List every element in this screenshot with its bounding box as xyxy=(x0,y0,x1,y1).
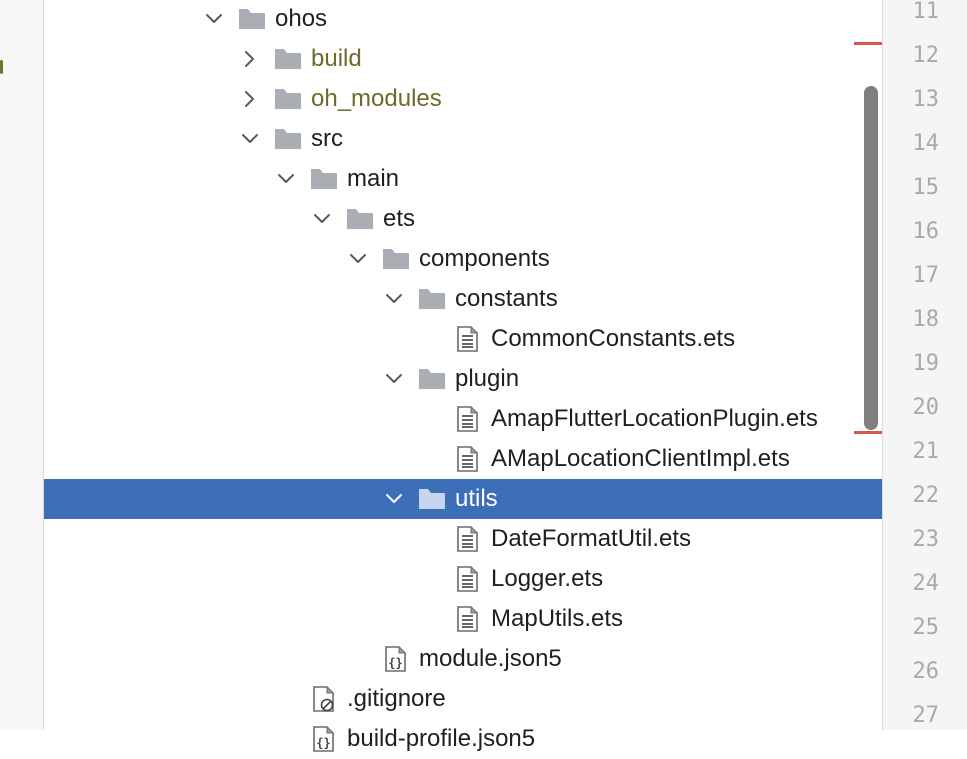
line-number-gutter: 11 12 13 14 15 16 17 18 19 20 21 22 23 24 25 26 27 xyxy=(882,0,967,730)
text-file-icon xyxy=(454,326,482,352)
tree-row[interactable]: Logger.ets xyxy=(44,559,882,599)
tree-row[interactable]: constants xyxy=(44,279,882,319)
text-file-icon xyxy=(454,566,482,592)
scrollbar-thumb[interactable] xyxy=(864,86,878,430)
chevron-down-icon[interactable] xyxy=(382,287,406,311)
tree-row[interactable]: components xyxy=(44,239,882,279)
line-number: 15 xyxy=(912,175,940,200)
tree-item-label: ets xyxy=(383,205,416,232)
line-number: 18 xyxy=(912,307,940,332)
tree-row[interactable]: ohos xyxy=(44,0,882,39)
folder-icon xyxy=(382,246,410,272)
folder-icon xyxy=(274,86,302,112)
text-file-icon xyxy=(454,446,482,472)
tree-row[interactable]: AMapLocationClientImpl.ets xyxy=(44,439,882,479)
tree-row[interactable]: plugin xyxy=(44,359,882,399)
tree-item-label: components xyxy=(419,245,550,272)
text-file-icon xyxy=(454,526,482,552)
error-stripe-mark[interactable] xyxy=(854,431,882,434)
chevron-down-icon[interactable] xyxy=(274,167,298,191)
line-number: 12 xyxy=(912,43,940,68)
chevron-down-icon[interactable] xyxy=(346,247,370,271)
tree-item-label: MapUtils.ets xyxy=(491,605,624,632)
json-file-icon: {} xyxy=(310,726,338,752)
left-tool-strip xyxy=(0,0,44,730)
folder-icon xyxy=(418,486,446,512)
line-number: 13 xyxy=(912,87,940,112)
tree-row[interactable]: {} module.json5 xyxy=(44,639,882,679)
folder-icon xyxy=(238,6,266,32)
line-number: 25 xyxy=(912,615,940,640)
tree-item-label: oh_modules xyxy=(311,85,442,112)
error-stripe-mark[interactable] xyxy=(854,42,882,45)
tree-item-label: build-profile.json5 xyxy=(347,725,536,752)
line-number: 11 xyxy=(912,0,940,24)
folder-icon xyxy=(274,126,302,152)
tree-row[interactable]: build xyxy=(44,39,882,79)
folder-icon xyxy=(274,46,302,72)
line-number: 14 xyxy=(912,131,940,156)
tree-item-label: build xyxy=(311,45,362,72)
chevron-right-icon[interactable] xyxy=(238,47,262,71)
tree-item-label: DateFormatUtil.ets xyxy=(491,525,692,552)
tree-item-label: constants xyxy=(455,285,558,312)
folder-icon xyxy=(418,366,446,392)
tree-item-label: .gitignore xyxy=(347,685,446,712)
line-number: 16 xyxy=(912,219,940,244)
text-file-icon xyxy=(454,606,482,632)
folder-icon xyxy=(418,286,446,312)
tree-row[interactable]: MapUtils.ets xyxy=(44,599,882,639)
chevron-right-icon[interactable] xyxy=(238,87,262,111)
change-marker xyxy=(0,60,3,74)
line-number: 19 xyxy=(912,351,940,376)
json-file-icon: {} xyxy=(382,646,410,672)
chevron-down-icon[interactable] xyxy=(382,487,406,511)
tree-item-label: Logger.ets xyxy=(491,565,604,592)
tree-item-label: utils xyxy=(455,485,498,512)
chevron-down-icon[interactable] xyxy=(310,207,334,231)
tree-row[interactable]: oh_modules xyxy=(44,79,882,119)
tree-row[interactable]: src xyxy=(44,119,882,159)
tree-item-label: AMapLocationClientImpl.ets xyxy=(491,445,790,472)
tree-item-label: ohos xyxy=(275,5,328,32)
line-number: 26 xyxy=(912,659,940,684)
ignore-file-icon xyxy=(310,686,338,712)
svg-text:{}: {} xyxy=(388,656,402,670)
tree-item-label: AmapFlutterLocationPlugin.ets xyxy=(491,405,818,432)
line-number: 27 xyxy=(912,703,940,728)
text-file-icon xyxy=(454,406,482,432)
line-number: 22 xyxy=(912,483,940,508)
tree-item-label: CommonConstants.ets xyxy=(491,325,736,352)
line-number: 24 xyxy=(912,571,940,596)
tree-item-label: src xyxy=(311,125,343,152)
folder-icon xyxy=(310,166,338,192)
tree-row[interactable]: DateFormatUtil.ets xyxy=(44,519,882,559)
tree-row[interactable]: CommonConstants.ets xyxy=(44,319,882,359)
tree-item-label: plugin xyxy=(455,365,520,392)
line-number: 23 xyxy=(912,527,940,552)
line-number: 17 xyxy=(912,263,940,288)
tree-item-label: module.json5 xyxy=(419,645,562,672)
line-number: 20 xyxy=(912,395,940,420)
svg-text:{}: {} xyxy=(316,736,330,750)
chevron-down-icon[interactable] xyxy=(238,127,262,151)
line-number: 21 xyxy=(912,439,940,464)
tree-item-label: main xyxy=(347,165,400,192)
chevron-down-icon[interactable] xyxy=(202,7,226,31)
tree-row[interactable]: main xyxy=(44,159,882,199)
tree-row[interactable]: ets xyxy=(44,199,882,239)
tree-row[interactable]: AmapFlutterLocationPlugin.ets xyxy=(44,399,882,439)
tree-row[interactable]: utils xyxy=(44,479,882,519)
chevron-down-icon[interactable] xyxy=(382,367,406,391)
folder-icon xyxy=(346,206,374,232)
tree-row[interactable]: .gitignore xyxy=(44,679,882,719)
tree-row[interactable]: {} build-profile.json5 xyxy=(44,719,882,759)
